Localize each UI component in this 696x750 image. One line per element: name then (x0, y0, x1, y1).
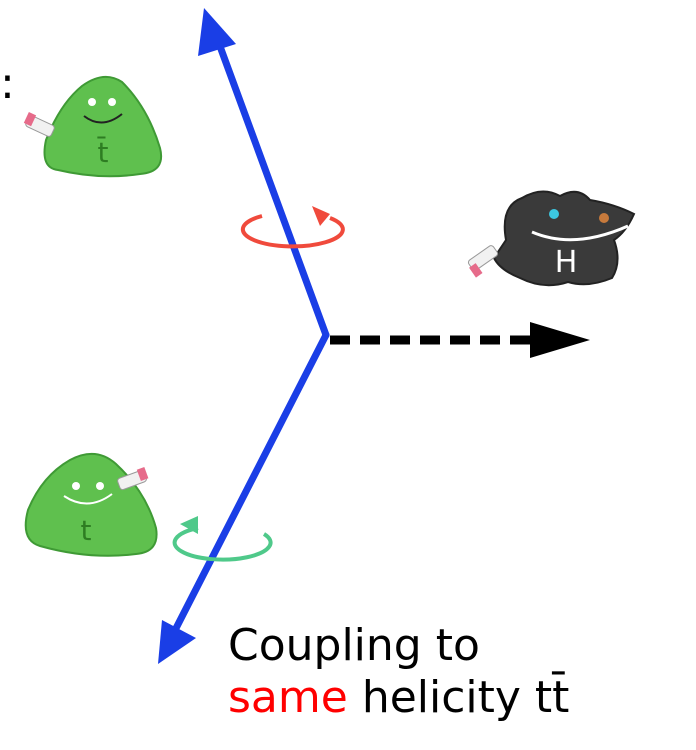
anti-top-label: t̄ (96, 135, 108, 169)
anti-top-tag (23, 111, 55, 137)
anti-top-quark-plush-icon: t̄ (23, 75, 162, 178)
top-quark-plush-icon: t (24, 453, 158, 557)
top-label: t (81, 514, 92, 547)
higgs-label: H (555, 245, 578, 280)
green-rotation-arrow (172, 516, 273, 562)
stray-colon-text: : (0, 58, 15, 109)
caption-line-2-rest: helicity tt̄ (347, 672, 570, 723)
caption: Coupling to same helicity tt̄ (228, 620, 569, 724)
caption-highlight-word: same (228, 672, 348, 723)
caption-line-2: same helicity tt̄ (228, 672, 569, 724)
higgs-dashed-arrow (330, 322, 590, 358)
red-rotation-arrow (240, 206, 345, 249)
upper-axis-arrow (198, 8, 330, 339)
higgs-tag (467, 245, 499, 278)
caption-line-1: Coupling to (228, 620, 480, 671)
top-tag (117, 467, 149, 491)
higgs-boson-plush-icon: H (467, 190, 636, 287)
lower-axis-arrow (158, 331, 330, 664)
